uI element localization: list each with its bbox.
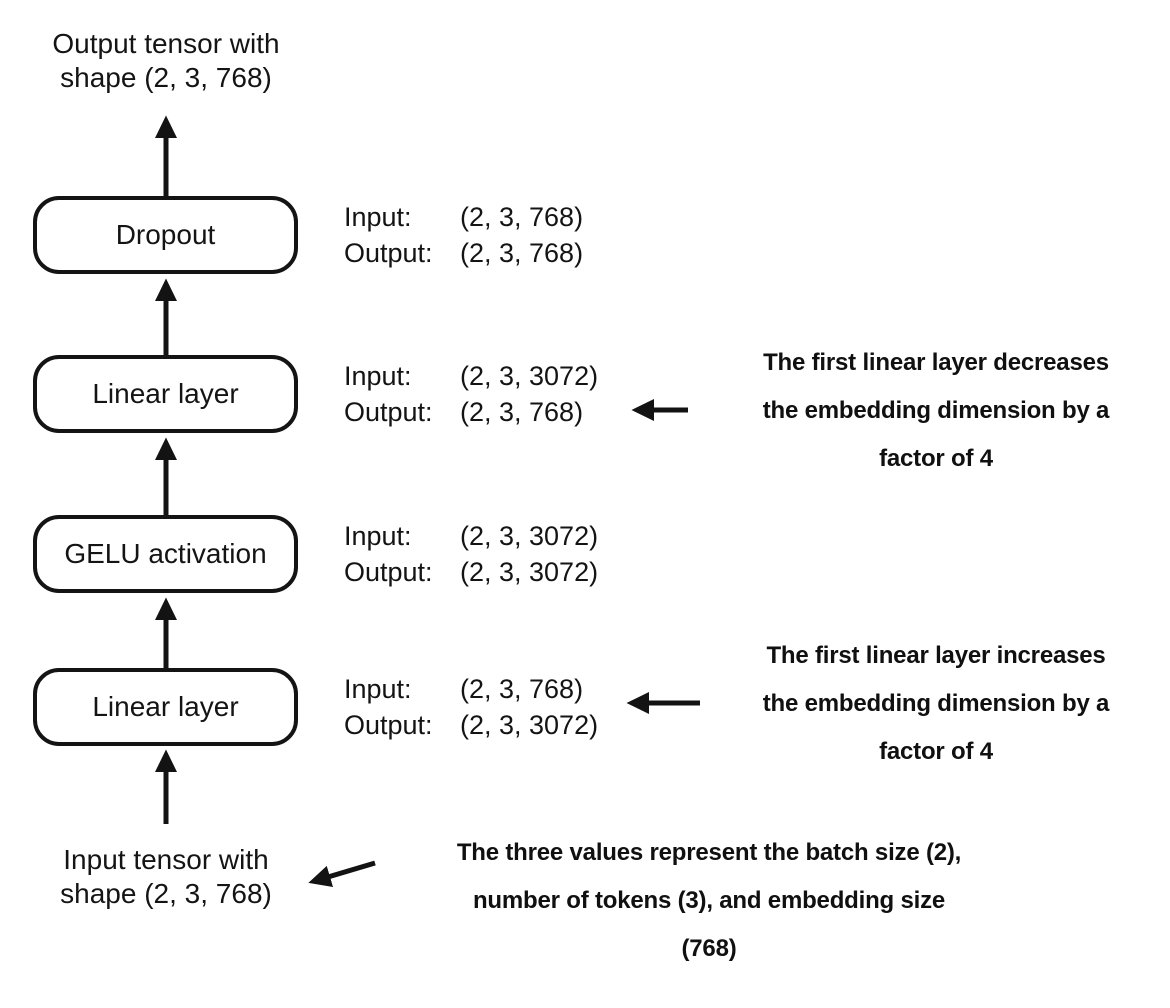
io-shapes-gelu: Input: (2, 3, 3072) Output: (2, 3, 3072) bbox=[344, 518, 684, 590]
io-input-value: (2, 3, 768) bbox=[460, 674, 584, 704]
io-input-key: Input: bbox=[344, 202, 412, 232]
io-output-key: Output: bbox=[344, 557, 433, 587]
io-output-key: Output: bbox=[344, 710, 433, 740]
annotation-batch-size: The three values represent the batch siz… bbox=[456, 839, 962, 962]
io-output-key: Output: bbox=[344, 238, 433, 268]
layer-box-label: Linear layer bbox=[92, 691, 239, 722]
layer-box-dropout: Dropout bbox=[33, 196, 298, 274]
layer-box-gelu: GELU activation bbox=[33, 515, 298, 593]
annotation-increases: The first linear layer increases the emb… bbox=[762, 642, 1110, 765]
io-input-key: Input: bbox=[344, 674, 412, 704]
io-output-value: (2, 3, 3072) bbox=[460, 710, 599, 740]
layer-box-label: GELU activation bbox=[64, 538, 267, 569]
layer-box-label: Linear layer bbox=[92, 378, 239, 409]
io-input-value: (2, 3, 768) bbox=[460, 202, 584, 232]
arrow-left-batch-size-icon bbox=[308, 860, 376, 887]
io-shapes-linear-second: Input: (2, 3, 3072) Output: (2, 3, 768) bbox=[344, 358, 684, 430]
annotation-decreases: The first linear layer decreases the emb… bbox=[762, 349, 1110, 472]
io-input-key: Input: bbox=[344, 521, 412, 551]
io-output-key: Output: bbox=[344, 397, 433, 427]
layer-box-linear-second: Linear layer bbox=[33, 355, 298, 433]
io-input-value: (2, 3, 3072) bbox=[460, 521, 599, 551]
io-output-value: (2, 3, 768) bbox=[460, 397, 584, 427]
layer-box-label: Dropout bbox=[115, 219, 216, 250]
output-tensor-label: Output tensor with shape (2, 3, 768) bbox=[52, 28, 280, 93]
input-tensor-label: Input tensor with shape (2, 3, 768) bbox=[60, 844, 272, 909]
io-output-value: (2, 3, 768) bbox=[460, 238, 584, 268]
io-input-key: Input: bbox=[344, 361, 412, 391]
io-input-value: (2, 3, 3072) bbox=[460, 361, 599, 391]
io-output-value: (2, 3, 3072) bbox=[460, 557, 599, 587]
layer-box-linear-first: Linear layer bbox=[33, 668, 298, 746]
io-shapes-dropout: Input: (2, 3, 768) Output: (2, 3, 768) bbox=[344, 199, 684, 271]
io-shapes-linear-first: Input: (2, 3, 768) Output: (2, 3, 3072) bbox=[344, 671, 684, 743]
